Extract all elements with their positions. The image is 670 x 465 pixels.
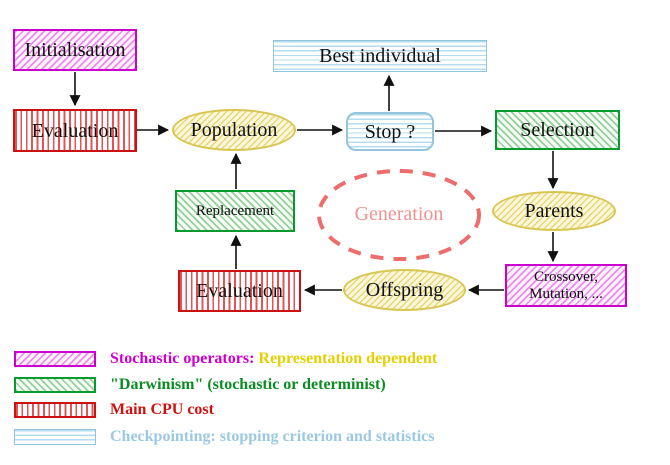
legend-swatch-checkpointing	[14, 429, 96, 445]
crossover-line1: Crossover,	[534, 269, 598, 285]
node-offspring: Offspring	[343, 269, 466, 311]
node-initialisation: Initialisation	[13, 29, 137, 71]
node-best-individual: Best individual	[273, 40, 487, 72]
node-selection: Selection	[495, 110, 620, 150]
legend-swatch-darwinism	[14, 377, 96, 393]
legend-swatch-cpu	[14, 402, 96, 418]
legend-swatch-stochastic	[14, 351, 96, 367]
node-population: Population	[172, 109, 296, 151]
node-replacement: Replacement	[175, 190, 295, 232]
legend-stochastic-note: Representation dependent	[258, 350, 438, 367]
node-evaluation-top: Evaluation	[13, 109, 137, 152]
node-stop: Stop ?	[346, 112, 434, 151]
legend-label-darwinism: "Darwinism" (stochastic or determinist)	[110, 376, 386, 393]
legend-label-checkpointing: Checkpointing: stopping criterion and st…	[110, 428, 435, 445]
legend-stochastic-text: Stochastic operators:	[110, 350, 255, 367]
legend-label-cpu: Main CPU cost	[110, 401, 214, 418]
node-evaluation-bottom: Evaluation	[178, 270, 301, 312]
crossover-line2: Mutation, ...	[529, 285, 603, 302]
node-parents: Parents	[492, 191, 616, 231]
node-crossover-mutation: Crossover, Mutation, ...	[505, 264, 627, 307]
generation-label: Generation	[354, 203, 444, 225]
generation-cycle-ellipse	[317, 169, 481, 261]
legend-label-stochastic: Stochastic operators: Representation dep…	[110, 350, 437, 368]
